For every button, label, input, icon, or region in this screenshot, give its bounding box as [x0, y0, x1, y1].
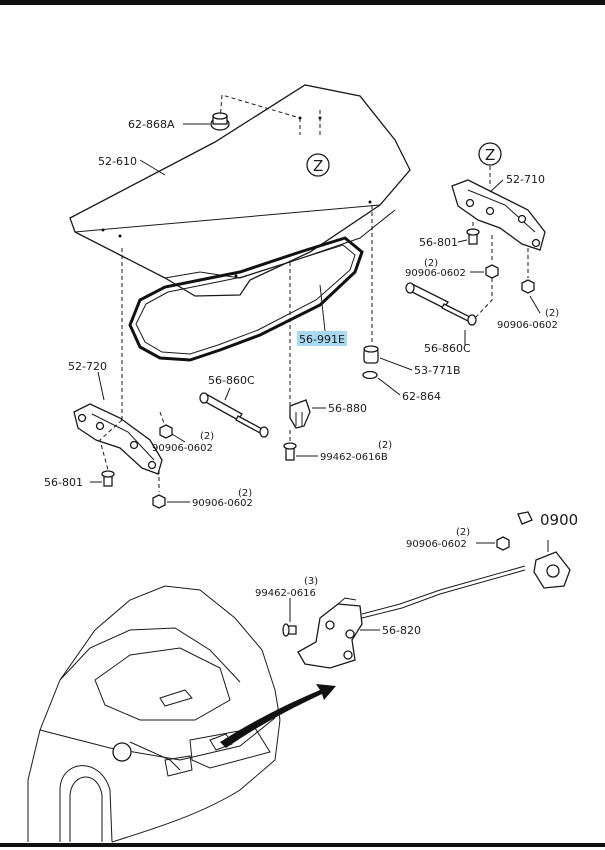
label-52-720: 52-720 — [68, 360, 107, 373]
label-56-820: 56-820 — [382, 624, 421, 637]
nut-90906-0602-d-icon — [152, 494, 166, 509]
label-52-610: 52-610 — [98, 155, 137, 168]
car-rear-sketch — [27, 585, 281, 843]
nut-90906-0602-b-icon — [521, 279, 535, 294]
label-90906-0602-c: 90906-0602 — [152, 443, 213, 454]
reference-z-circle-lid — [306, 153, 330, 177]
opener-cable — [361, 565, 526, 615]
weatherstrip-seal — [128, 236, 364, 362]
qty-2-a: (2) — [424, 258, 438, 269]
bolt-56-801-right-icon — [466, 228, 480, 245]
gas-strut-right — [405, 282, 477, 326]
washer-62-864-icon — [362, 370, 378, 380]
qty-2-b: (2) — [545, 308, 559, 319]
label-53-771B: 53-771B — [414, 364, 461, 377]
label-99462-0616B: 99462-0616B — [320, 452, 388, 463]
nut-90906-0602-c-icon — [159, 424, 173, 439]
stopper-53-771B-icon — [363, 345, 379, 364]
nut-90906-0602-a-icon — [485, 264, 499, 279]
striker-56-880-icon — [289, 399, 311, 429]
label-56-801-right: 56-801 — [419, 236, 458, 249]
label-0900: 0900 — [540, 511, 578, 529]
label-90906-0602-e: 90906-0602 — [406, 539, 467, 550]
label-62-864: 62-864 — [402, 390, 441, 403]
reference-z-circle-hinge — [478, 142, 502, 166]
right-hinge-bracket — [451, 179, 546, 251]
label-56-860C-left: 56-860C — [208, 374, 255, 387]
qty-2-d: (2) — [238, 488, 252, 499]
qty-3: (3) — [304, 576, 318, 587]
label-52-710: 52-710 — [506, 173, 545, 186]
label-z-hinge: Z — [485, 146, 495, 164]
gas-strut-left — [199, 392, 269, 438]
bolt-56-801-left-icon — [101, 470, 115, 487]
bolt-99462-0616B-icon — [283, 442, 297, 461]
highlight-56-991E — [297, 331, 347, 346]
bottom-border — [0, 843, 605, 847]
label-90906-0602-d: 90906-0602 — [192, 498, 253, 509]
label-56-880: 56-880 — [328, 402, 367, 415]
key-cylinder-icon — [517, 511, 571, 589]
label-56-860C-right: 56-860C — [424, 342, 471, 355]
label-90906-0602-b: 90906-0602 — [497, 320, 558, 331]
label-z-lid: Z — [313, 157, 323, 175]
label-56-801-left: 56-801 — [44, 476, 83, 489]
qty-2-c: (2) — [200, 431, 214, 442]
qty-2-e: (2) — [378, 440, 392, 451]
trunk-latch-assembly — [297, 597, 363, 669]
label-99462-0616: 99462-0616 — [255, 588, 316, 599]
label-56-991E: 56-991E — [299, 333, 345, 346]
label-62-868A: 62-868A — [128, 118, 175, 131]
nut-90906-0602-e-icon — [496, 536, 510, 551]
nut-62-868A-icon — [210, 112, 230, 131]
top-border — [0, 0, 605, 5]
left-hinge-bracket — [73, 403, 163, 475]
bolt-99462-0616-icon — [282, 623, 297, 637]
pointer-arrow — [220, 684, 336, 748]
qty-2-f: (2) — [456, 527, 470, 538]
label-90906-0602-a: 90906-0602 — [405, 268, 466, 279]
